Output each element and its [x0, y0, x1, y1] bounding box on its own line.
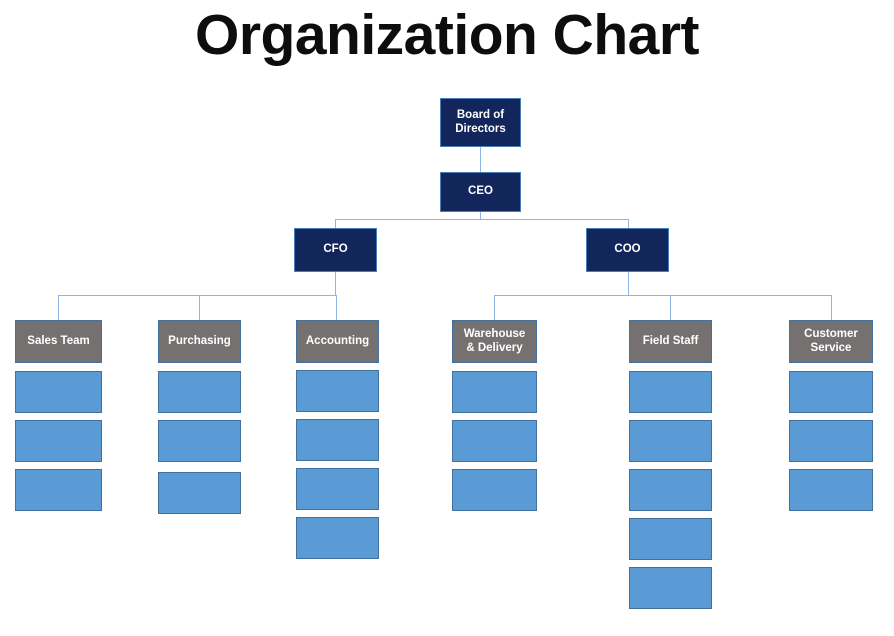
- staff-box-sales-3[interactable]: [15, 469, 102, 511]
- node-sales-label: Sales Team: [27, 334, 90, 347]
- staff-box-field-4[interactable]: [629, 518, 712, 560]
- node-warehouse-line2: & Delivery: [466, 341, 523, 354]
- node-department-warehouse-delivery[interactable]: Warehouse & Delivery: [452, 320, 537, 363]
- connector-cfo-split-bar: [58, 295, 336, 296]
- staff-box-accounting-2[interactable]: [296, 419, 379, 461]
- node-department-customer-service[interactable]: Customer Service: [789, 320, 873, 363]
- node-department-field-staff[interactable]: Field Staff: [629, 320, 712, 363]
- connector-ceo-to-coo: [628, 219, 629, 228]
- node-coo[interactable]: COO: [586, 228, 669, 272]
- connector-board-to-ceo: [480, 147, 481, 172]
- staff-box-warehouse-3[interactable]: [452, 469, 537, 511]
- staff-box-warehouse-2[interactable]: [452, 420, 537, 462]
- staff-box-service-3[interactable]: [789, 469, 873, 511]
- node-board-of-directors[interactable]: Board of Directors: [440, 98, 521, 147]
- staff-box-field-2[interactable]: [629, 420, 712, 462]
- staff-box-field-5[interactable]: [629, 567, 712, 609]
- connector-ceo-split-bar: [335, 219, 628, 220]
- node-field-label: Field Staff: [642, 334, 699, 347]
- staff-box-purchasing-3[interactable]: [158, 472, 241, 514]
- node-board-line1: Board of: [456, 109, 505, 122]
- node-service-line1: Customer: [804, 328, 858, 341]
- node-service-line2: Service: [810, 341, 852, 354]
- node-department-accounting[interactable]: Accounting: [296, 320, 379, 363]
- staff-box-warehouse-1[interactable]: [452, 371, 537, 413]
- connector-coo-stem: [628, 272, 629, 295]
- node-warehouse-line1: Warehouse: [463, 328, 526, 341]
- staff-box-service-2[interactable]: [789, 420, 873, 462]
- staff-box-field-3[interactable]: [629, 469, 712, 511]
- connector-cfo-stem: [335, 272, 336, 295]
- staff-box-purchasing-1[interactable]: [158, 371, 241, 413]
- staff-box-sales-2[interactable]: [15, 420, 102, 462]
- connector-cfo-to-sales: [58, 295, 59, 320]
- connector-cfo-to-purchasing: [199, 295, 200, 320]
- connector-ceo-to-cfo: [335, 219, 336, 228]
- connector-coo-split-bar: [494, 295, 832, 296]
- staff-box-service-1[interactable]: [789, 371, 873, 413]
- connector-coo-to-warehouse: [494, 295, 495, 320]
- staff-box-accounting-1[interactable]: [296, 370, 379, 412]
- staff-box-field-1[interactable]: [629, 371, 712, 413]
- node-department-purchasing[interactable]: Purchasing: [158, 320, 241, 363]
- node-accounting-label: Accounting: [305, 334, 370, 347]
- connector-ceo-stem: [480, 212, 481, 220]
- node-coo-label: COO: [614, 243, 641, 256]
- staff-box-accounting-4[interactable]: [296, 517, 379, 559]
- connector-coo-to-service: [831, 295, 832, 320]
- connector-coo-to-field: [670, 295, 671, 320]
- page-title: Organization Chart: [194, 3, 700, 67]
- node-ceo[interactable]: CEO: [440, 172, 521, 212]
- staff-box-sales-1[interactable]: [15, 371, 102, 413]
- node-ceo-label: CEO: [468, 185, 493, 198]
- node-cfo[interactable]: CFO: [294, 228, 377, 272]
- staff-box-purchasing-2[interactable]: [158, 420, 241, 462]
- node-cfo-label: CFO: [323, 243, 348, 256]
- node-department-sales-team[interactable]: Sales Team: [15, 320, 102, 363]
- node-board-line2: Directors: [455, 122, 506, 135]
- node-purchasing-label: Purchasing: [168, 334, 231, 347]
- staff-box-accounting-3[interactable]: [296, 468, 379, 510]
- connector-cfo-to-accounting: [336, 295, 337, 320]
